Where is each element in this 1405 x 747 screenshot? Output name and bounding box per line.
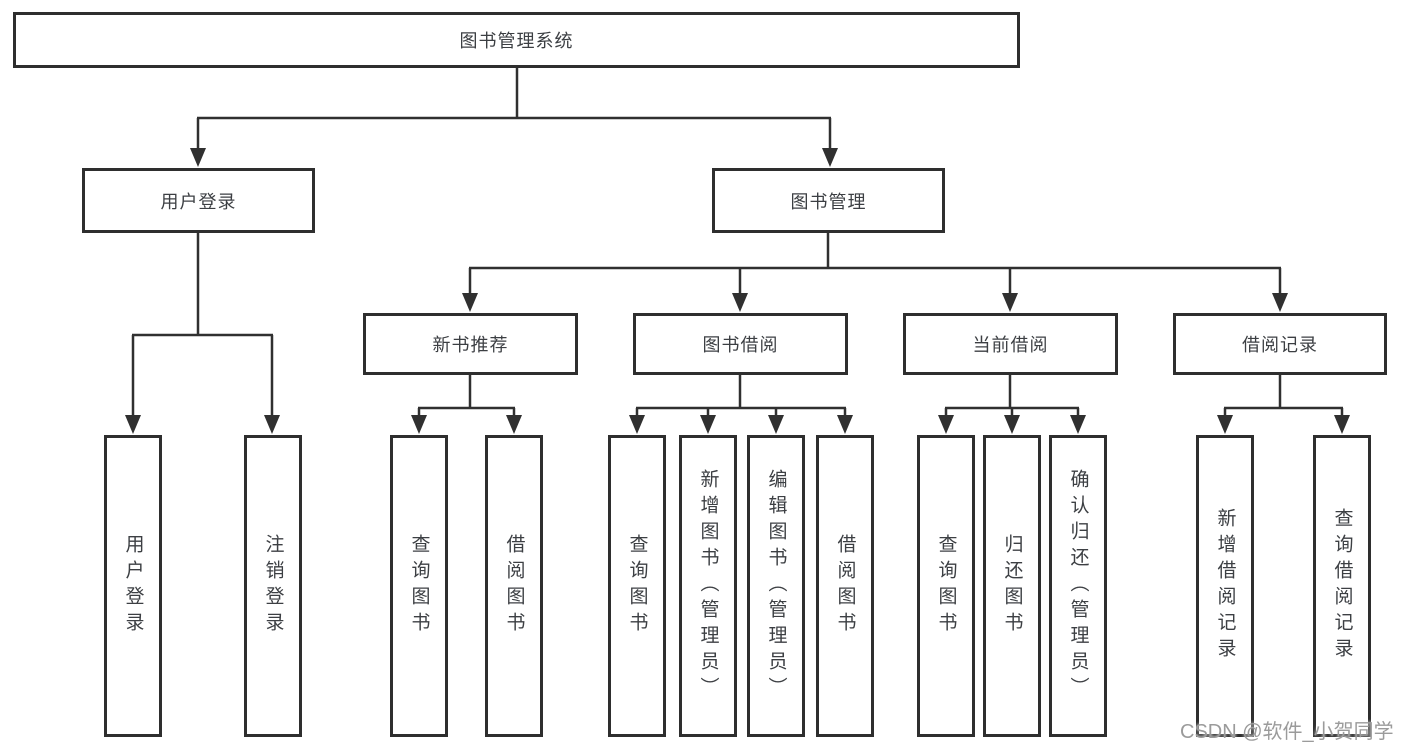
- watermark: CSDN @软件_小贺同学: [1180, 721, 1394, 743]
- leaf-query-borrow-record: 查询借阅记录: [1313, 435, 1371, 737]
- leaf-label: 新增图书（管理员）: [697, 469, 719, 703]
- leaf-add-borrow-record: 新增借阅记录: [1196, 435, 1254, 737]
- node-library-management-system: 图书管理系统: [13, 12, 1020, 68]
- leaf-logout: 注销登录: [244, 435, 302, 737]
- leaf-label: 查询图书: [408, 534, 430, 638]
- leaf-borrow-books: 借阅图书: [816, 435, 874, 737]
- leaf-edit-book-admin: 编辑图书（管理员）: [747, 435, 805, 737]
- leaf-label: 查询图书: [935, 534, 957, 638]
- leaf-return-books: 归还图书: [983, 435, 1041, 737]
- leaf-query-books-borrow: 查询图书: [608, 435, 666, 737]
- leaf-label: 新增借阅记录: [1214, 508, 1236, 664]
- node-borrowing-records: 借阅记录: [1173, 313, 1387, 375]
- leaf-label: 借阅图书: [834, 534, 856, 638]
- leaf-label: 查询借阅记录: [1331, 508, 1353, 664]
- leaf-borrow-books-recommend: 借阅图书: [485, 435, 543, 737]
- node-user-login: 用户登录: [82, 168, 315, 233]
- node-book-management: 图书管理: [712, 168, 945, 233]
- leaf-label: 借阅图书: [503, 534, 525, 638]
- leaf-query-books-current: 查询图书: [917, 435, 975, 737]
- leaf-add-book-admin: 新增图书（管理员）: [679, 435, 737, 737]
- leaf-user-login: 用户登录: [104, 435, 162, 737]
- leaf-label: 查询图书: [626, 534, 648, 638]
- leaf-query-books-recommend: 查询图书: [390, 435, 448, 737]
- node-current-borrowing: 当前借阅: [903, 313, 1118, 375]
- leaf-label: 归还图书: [1001, 534, 1023, 638]
- leaf-confirm-return-admin: 确认归还（管理员）: [1049, 435, 1107, 737]
- node-book-borrowing: 图书借阅: [633, 313, 848, 375]
- leaf-label: 编辑图书（管理员）: [765, 469, 787, 703]
- node-new-book-recommendation: 新书推荐: [363, 313, 578, 375]
- leaf-label: 用户登录: [122, 534, 144, 638]
- leaf-label: 确认归还（管理员）: [1067, 469, 1089, 703]
- arrowhead-icons: [125, 148, 1350, 434]
- leaf-label: 注销登录: [262, 534, 284, 638]
